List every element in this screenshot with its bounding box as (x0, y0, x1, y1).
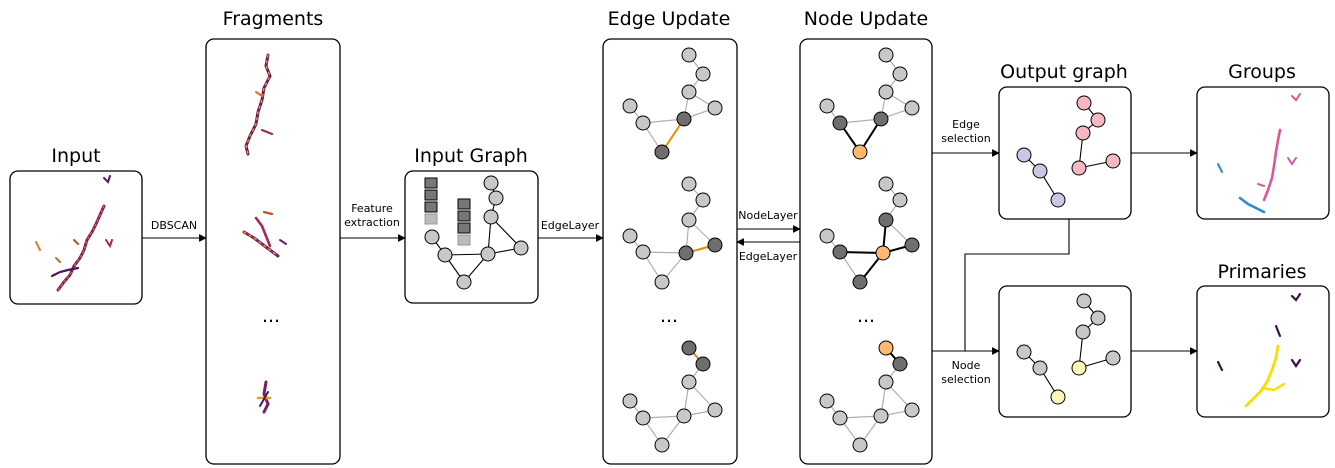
feature-stack-1 (424, 177, 438, 225)
edgelayer-label: EdgeLayer (541, 219, 600, 232)
edge-update-graph-2 (622, 176, 723, 290)
connector-line (964, 219, 1070, 351)
feature-label-2: extraction (344, 216, 400, 229)
groups-title: Groups (1228, 61, 1296, 83)
fragment-2 (242, 210, 287, 258)
fragments-title: Fragments (223, 8, 324, 30)
primaries-point-cloud (1216, 292, 1302, 408)
edge-selection-label-1: Edge (952, 118, 980, 131)
node-update-title: Node Update (804, 8, 928, 30)
input-box (9, 170, 143, 305)
feature-stack-2 (457, 198, 471, 246)
dbscan-label: DBSCAN (151, 219, 197, 232)
output-graph-title: Output graph (1000, 61, 1128, 83)
edge-selection-label-2: selection (941, 132, 990, 145)
primaries-title: Primaries (1217, 261, 1306, 283)
node-selection-graph (1016, 293, 1121, 405)
output-graph (1016, 95, 1121, 208)
fragment-3 (256, 380, 272, 414)
node-update-graph-3 (819, 340, 920, 453)
primaries-box (1196, 285, 1330, 418)
nodelayer-label: NodeLayer (738, 209, 798, 222)
edge-update-graph-1 (622, 47, 723, 160)
node-selection-label-1: Node (952, 359, 981, 372)
input-graph-title: Input Graph (414, 145, 528, 167)
input-title: Input (51, 145, 100, 167)
node-update-graph-1 (819, 47, 920, 160)
node-update-ellipsis: ... (857, 305, 875, 327)
edge-update-graph-3 (622, 340, 723, 453)
groups-point-cloud (1217, 93, 1301, 214)
node-selection-label-2: selection (941, 373, 990, 386)
feature-label-1: Feature (351, 202, 393, 215)
input-graph (424, 175, 529, 290)
node-update-graph-2 (819, 176, 920, 290)
input-point-cloud (35, 175, 113, 292)
edgelayer-back-label: EdgeLayer (739, 250, 798, 263)
edge-update-ellipsis: ... (660, 305, 678, 327)
fragments-ellipsis: ... (262, 305, 280, 327)
edge-update-title: Edge Update (608, 8, 731, 30)
fragment-1 (244, 53, 274, 156)
